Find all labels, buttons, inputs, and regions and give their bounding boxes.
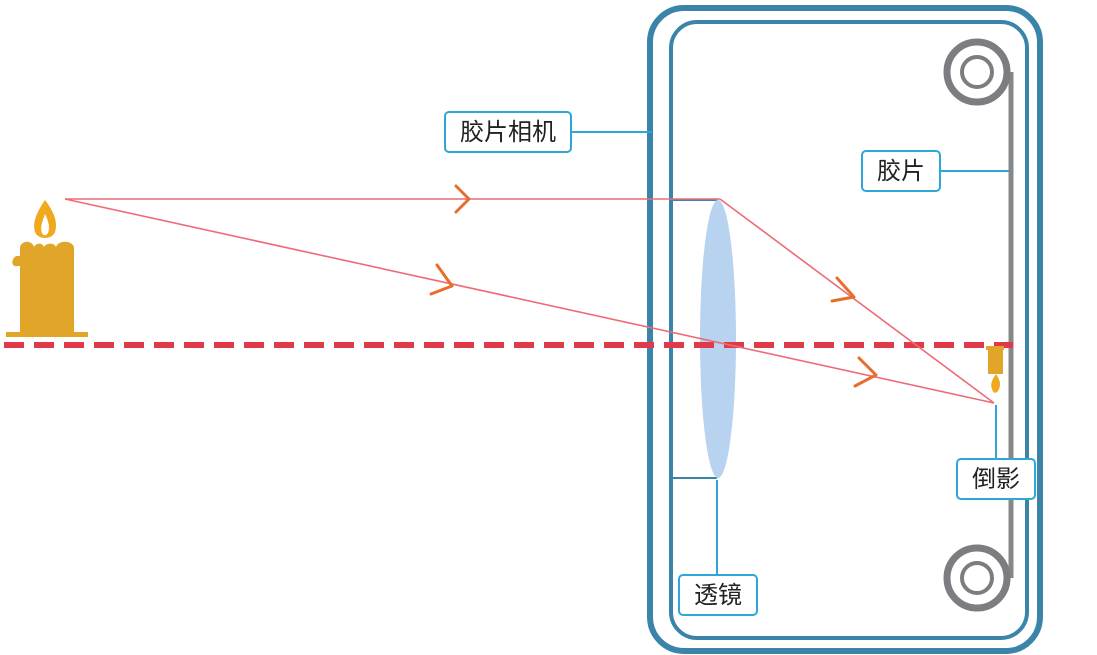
convex-lens [700, 200, 736, 478]
camera-body-outer [647, 5, 1043, 654]
film-camera-label: 胶片相机 [444, 111, 572, 153]
film-spool-top-icon [943, 38, 1011, 106]
inverted-candle-icon [986, 346, 1004, 393]
lens-label: 透镜 [678, 574, 758, 616]
arrow-3-icon [830, 276, 856, 303]
ray-refracted [719, 198, 995, 404]
arrow-2-icon [429, 263, 454, 296]
ray-through-center [64, 198, 995, 404]
arrow-4-icon [853, 356, 878, 388]
inverted-image-label: 倒影 [956, 458, 1036, 500]
ray-direction-arrows [429, 184, 878, 388]
camera-body-inner [669, 20, 1029, 640]
candle-icon [6, 200, 88, 337]
film-label: 胶片 [861, 150, 941, 192]
arrow-1-icon [454, 184, 471, 214]
light-rays [64, 198, 995, 404]
film-spool-bottom-icon [943, 544, 1011, 612]
